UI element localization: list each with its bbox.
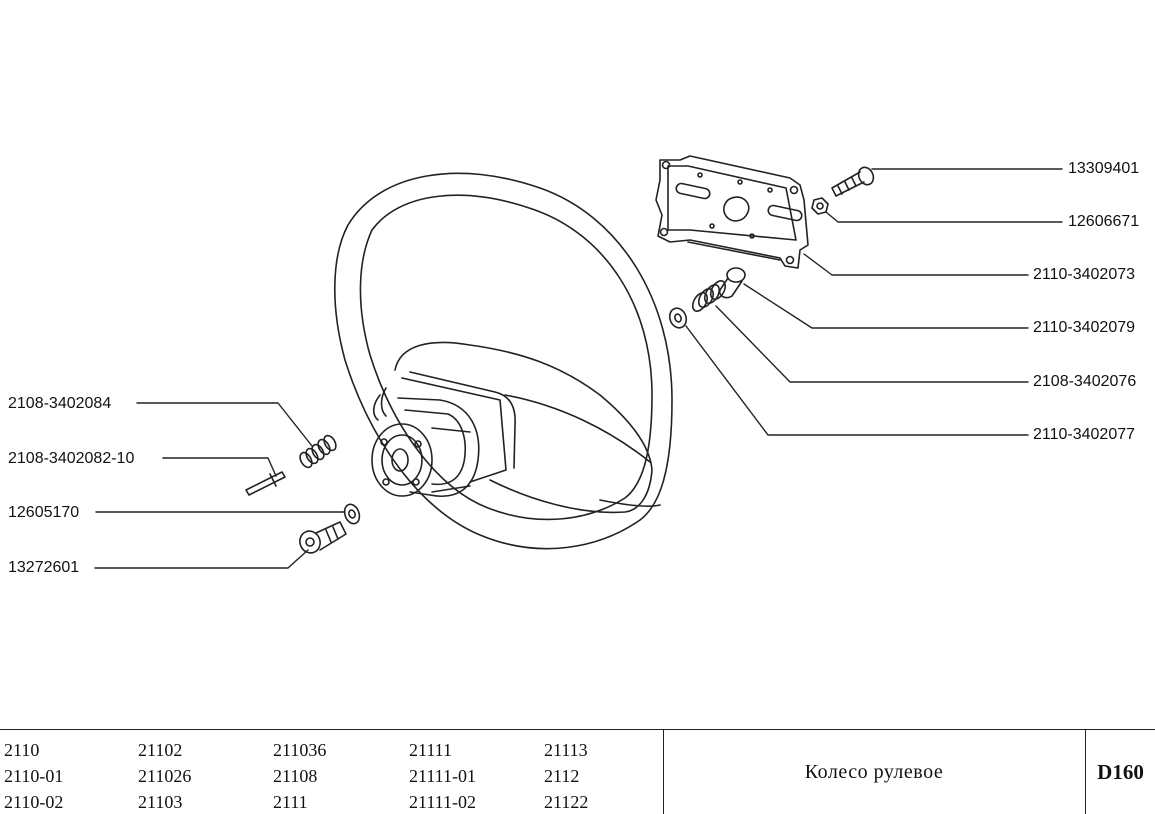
part-number-label: 12606671	[1068, 213, 1140, 230]
model-number: 211026	[138, 766, 192, 786]
leader-lines-left	[94, 402, 346, 569]
footer-divider	[1085, 730, 1086, 814]
part-number-label: 2108-3402084	[8, 395, 112, 412]
bolt-13272601	[299, 521, 347, 554]
steering-wheel-hub-housing	[372, 341, 661, 514]
model-number: 2112	[544, 766, 580, 786]
steering-wheel-exploded-diagram	[94, 155, 1063, 569]
spring-2108-3402084	[299, 434, 337, 469]
model-number: 2111	[273, 792, 308, 812]
washer-2110-3402077	[668, 307, 688, 329]
part-number-label: 13309401	[1068, 160, 1140, 177]
part-number-label: 12605170	[8, 504, 80, 521]
horn-mounting-plate	[655, 155, 809, 269]
model-number: 21108	[273, 766, 318, 786]
model-number: 21113	[544, 740, 588, 760]
part-number-label: 13272601	[8, 559, 80, 576]
leader-lines-right	[685, 168, 1063, 436]
title-block: 2110 2110-01 2110-02 21102 211026 21103 …	[0, 729, 1155, 814]
model-number: 2110-01	[4, 766, 64, 786]
model-number: 2110-02	[4, 792, 64, 812]
steering-wheel-rim	[334, 172, 673, 550]
model-number: 21111-01	[409, 766, 476, 786]
pin-2108-3402082-10	[245, 471, 286, 496]
washer-12605170	[343, 503, 361, 525]
spring-2108-3402076	[691, 280, 727, 312]
model-number: 21111	[409, 740, 452, 760]
footer-divider	[663, 730, 664, 814]
diagram-title: Колесо рулевое	[804, 760, 944, 783]
model-number: 21102	[138, 740, 183, 760]
model-number: 211036	[273, 740, 327, 760]
part-number-label: 2110-3402077	[1033, 426, 1136, 443]
screw-13309401	[831, 166, 875, 197]
model-number: 21103	[138, 792, 183, 812]
model-number: 21122	[544, 792, 589, 812]
part-number-label: 2108-3402076	[1033, 373, 1137, 390]
model-number: 2110	[4, 740, 40, 760]
steering-wheel-hub	[371, 397, 480, 497]
part-number-label: 2110-3402073	[1033, 266, 1136, 283]
diagram-code: D160	[1097, 759, 1144, 784]
part-number-label: 2108-3402082-10	[8, 450, 135, 467]
part-number-label: 2110-3402079	[1033, 319, 1136, 336]
model-number: 21111-02	[409, 792, 476, 812]
